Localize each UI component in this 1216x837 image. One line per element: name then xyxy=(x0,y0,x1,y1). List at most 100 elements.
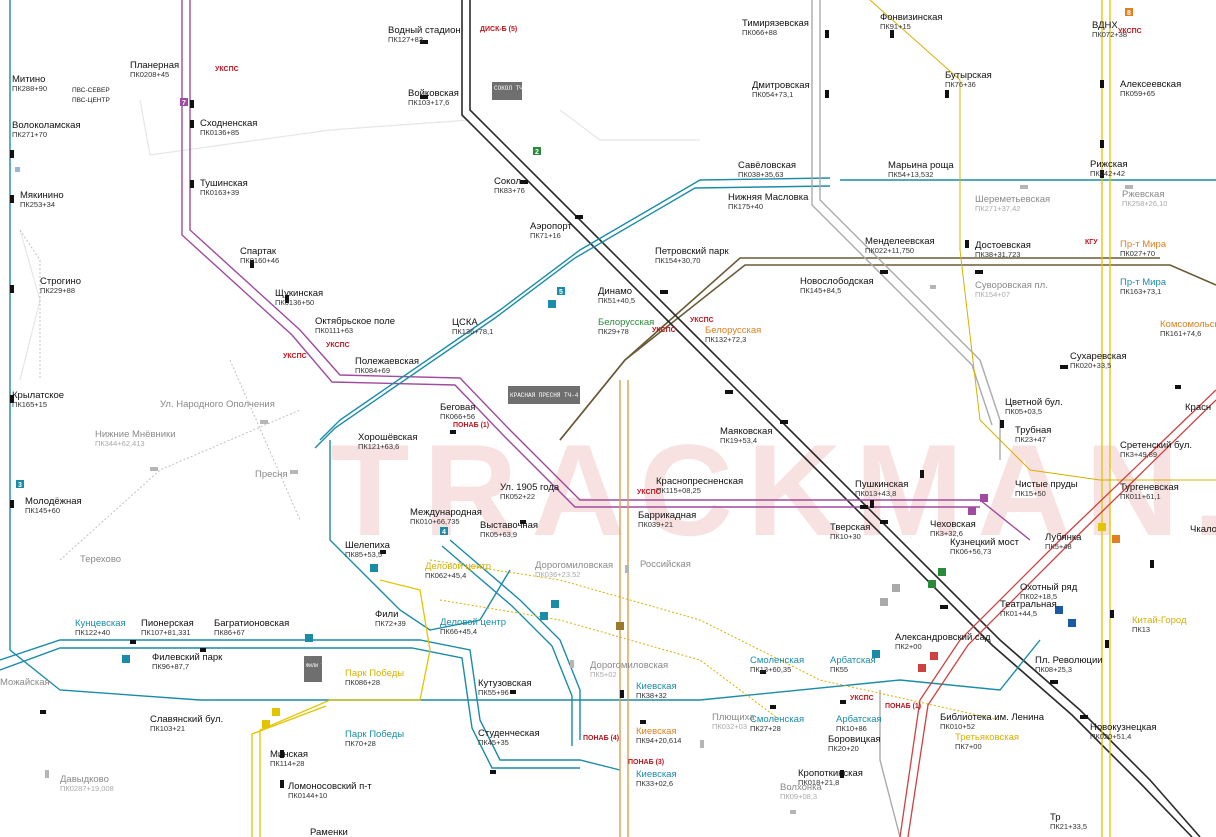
station-name: Студенческая xyxy=(478,728,540,739)
station-name: Нижние Мнёвники xyxy=(95,429,176,440)
station-name: Можайская xyxy=(0,677,50,688)
station-picket: ПК0136+85 xyxy=(200,128,239,137)
station-picket: ПК271+70 xyxy=(12,130,47,139)
station-name: Ул. Народного Ополчения xyxy=(160,399,275,410)
station-picket: ПК38+32 xyxy=(636,691,667,700)
station-name: Полежаевская xyxy=(355,356,419,367)
station-name: Киевская xyxy=(636,726,677,737)
station-name: Лубянка xyxy=(1045,532,1082,543)
tag-disk-b-5: ДИСК-Б (5) xyxy=(480,26,517,33)
station-picket: ПК86+67 xyxy=(214,628,245,637)
station-picket: ПК165+15 xyxy=(12,400,47,409)
station-name: Александровский сад xyxy=(895,632,991,643)
station-name: Смоленская xyxy=(750,714,804,725)
depot-fili-label: ФИЛИ ТЧ-11 xyxy=(306,663,336,669)
station-name: Маяковская xyxy=(720,426,772,437)
station-name: Митино xyxy=(12,74,45,85)
station-picket: ПК036+23,52 xyxy=(535,570,580,579)
station-name: Библиотека им. Ленина xyxy=(940,712,1045,723)
station-picket: ПК38+31,723 xyxy=(975,250,1020,259)
station-name: Пионерская xyxy=(141,618,194,629)
station-name: Киевская xyxy=(636,769,677,780)
station-picket: ПК175+40 xyxy=(728,202,763,211)
station-name: Парк Победы xyxy=(345,729,404,740)
station-picket: ПК10+86 xyxy=(836,724,867,733)
station-name: Петровский парк xyxy=(655,246,730,257)
station-78: Сретенский бул.ПК3+49,89 xyxy=(1120,440,1192,459)
station-name: Пр-т Мира xyxy=(1120,277,1167,288)
station-name: Плющиха xyxy=(712,712,755,723)
station-picket: ПК136+78,1 xyxy=(452,327,493,336)
tag-pvs-centr: ПВС-ЦЕНТР xyxy=(72,97,110,104)
station-picket: ПК145+84,5 xyxy=(800,286,841,295)
station-name: Цветной бул. xyxy=(1005,397,1063,408)
station-name: Пресня xyxy=(255,469,288,480)
station-name: Давыдково xyxy=(60,774,109,785)
depot-krasnaya-presnya-label: КРАСНАЯ ПРЕСНЯ ТЧ-4 xyxy=(510,392,579,399)
station-name: Ул. 1905 года xyxy=(500,482,560,493)
station-name: Охотный ряд xyxy=(1020,582,1078,593)
station-name: Пл. Революции xyxy=(1035,655,1103,666)
station-name: Волхонка xyxy=(780,782,822,793)
depot-boxes: СОКОЛ ТЧ-2 КРАСНАЯ ПРЕСНЯ ТЧ-4 ФИЛИ ТЧ-1… xyxy=(304,82,580,682)
station-picket: ПК011+61,1 xyxy=(1120,492,1161,501)
station-name: Деловой центр xyxy=(425,561,491,572)
station-picket: ПК55+96 xyxy=(478,688,509,697)
station-name: Щукинская xyxy=(275,288,323,299)
station-name: Фонвизинская xyxy=(880,12,943,23)
station-picket: ПК018+21,8 xyxy=(798,778,839,787)
station-name: Боровицкая xyxy=(828,734,881,745)
orange-line xyxy=(619,380,629,837)
station-picket: ПК115+08,25 xyxy=(656,486,701,495)
station-picket: ПК271+37,42 xyxy=(975,204,1020,213)
tag-uksps-4: УКСПС xyxy=(283,353,307,360)
dotted-paths xyxy=(429,559,1001,721)
koltsevaya-line xyxy=(559,257,1216,441)
station-picket: ПК020+51,4 xyxy=(1090,732,1131,741)
dotted-connectors xyxy=(19,229,301,561)
station-picket: ПК020+33,5 xyxy=(1070,361,1111,370)
station-picket: ПК15+50 xyxy=(1015,489,1046,498)
station-name: Арбатская xyxy=(830,655,876,666)
station-name: Шереметьевская xyxy=(975,194,1050,205)
station-picket: ПК086+28 xyxy=(345,678,380,687)
station-picket: ПК5+48 xyxy=(1045,542,1072,551)
station-102: Раменки xyxy=(310,827,348,837)
station-picket: ПК229+88 xyxy=(40,286,75,295)
tag-uksps-7: УКСПС xyxy=(637,489,661,496)
station-picket: ПК08+25,3 xyxy=(1035,665,1072,674)
station-name: Международная xyxy=(410,507,482,518)
station-picket: ПК96+87,7 xyxy=(152,662,189,671)
station-picket: ПК05+63,9 xyxy=(480,530,517,539)
station-picket: ПК94+20,614 xyxy=(636,736,681,745)
station-name: Шелепиха xyxy=(345,540,391,551)
station-picket: ПК288+90 xyxy=(12,84,47,93)
station-picket: ПК145+60 xyxy=(25,506,60,515)
station-picket: ПК062+45,4 xyxy=(425,571,466,580)
station-name: ЦСКА xyxy=(452,317,478,328)
station-name: Чистые пруды xyxy=(1015,479,1078,490)
station-name: Марьина роща xyxy=(888,160,954,171)
